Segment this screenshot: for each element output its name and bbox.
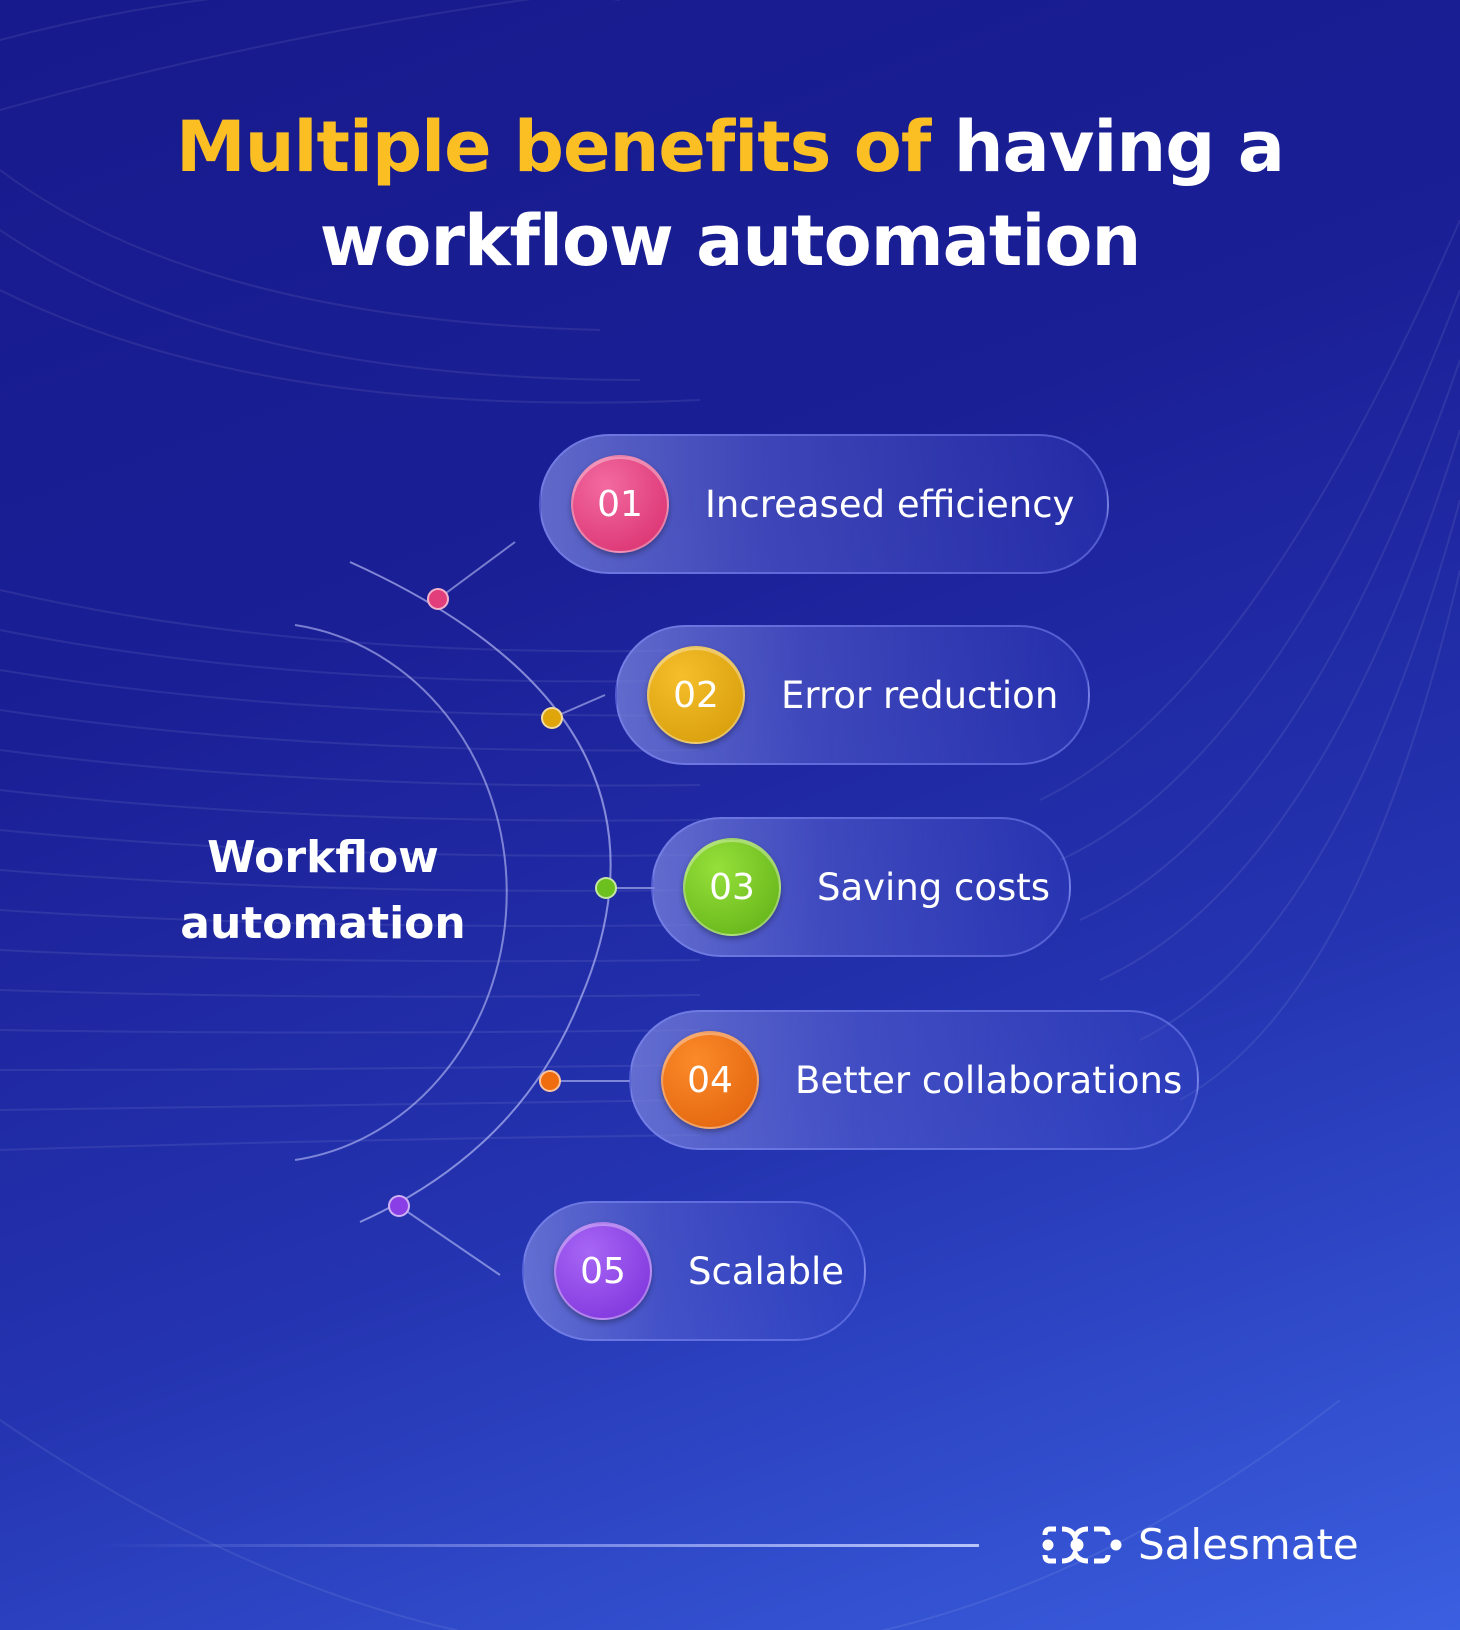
page-title: Multiple benefits of having a workflow a… bbox=[0, 100, 1460, 288]
node-dot-01 bbox=[427, 588, 449, 610]
number-badge: 05 bbox=[554, 1222, 652, 1320]
benefit-item-02: 02 Error reduction bbox=[615, 625, 1090, 765]
brand-logo: Salesmate bbox=[1042, 1520, 1359, 1569]
benefit-item-03: 03 Saving costs bbox=[651, 817, 1071, 957]
benefit-label: Better collaborations bbox=[795, 1058, 1183, 1102]
benefit-item-05: 05 Scalable bbox=[522, 1201, 866, 1341]
title-accent: Multiple benefits of bbox=[176, 106, 931, 188]
node-dot-05 bbox=[388, 1195, 410, 1217]
benefit-item-01: 01 Increased efficiency bbox=[539, 434, 1109, 574]
benefit-label: Scalable bbox=[688, 1249, 844, 1293]
number-badge: 03 bbox=[683, 838, 781, 936]
benefit-label: Saving costs bbox=[817, 865, 1051, 909]
benefit-item-04: 04 Better collaborations bbox=[629, 1010, 1199, 1150]
number-badge: 02 bbox=[647, 646, 745, 744]
title-line-1-rest: having a bbox=[930, 106, 1285, 188]
center-label-line-1: Workflow bbox=[207, 832, 439, 883]
node-dot-02 bbox=[541, 707, 563, 729]
node-dot-04 bbox=[539, 1070, 561, 1092]
salesmate-logo-icon bbox=[1042, 1526, 1122, 1563]
benefit-label: Error reduction bbox=[781, 673, 1059, 717]
center-label-line-2: automation bbox=[180, 898, 466, 949]
number-badge: 01 bbox=[571, 455, 669, 553]
title-line-1: Multiple benefits of having a bbox=[0, 100, 1460, 194]
number-badge: 04 bbox=[661, 1031, 759, 1129]
node-dot-03 bbox=[595, 877, 617, 899]
footer-divider bbox=[99, 1544, 979, 1547]
center-label: Workflow automation bbox=[163, 825, 483, 957]
brand-name: Salesmate bbox=[1138, 1520, 1359, 1569]
title-line-2: workflow automation bbox=[319, 200, 1142, 282]
benefit-label: Increased efficiency bbox=[705, 482, 1075, 526]
